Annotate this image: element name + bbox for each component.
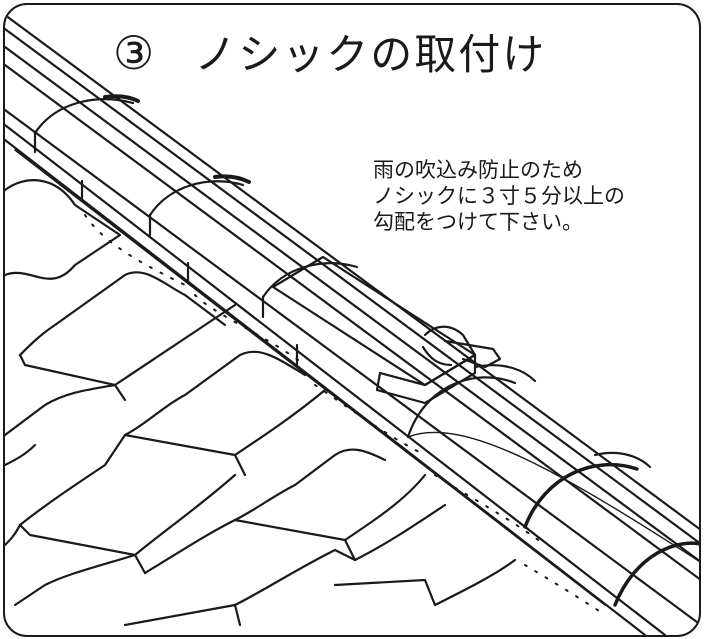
- page-title: ③ ノシックの取付け: [113, 21, 547, 82]
- note-line: 雨の吹込み防止のため: [373, 157, 625, 183]
- noshikku-piece: [271, 255, 502, 405]
- note-line: ノシックに３寸５分以上の: [373, 183, 625, 209]
- ridge-cap-tiles-left: [33, 94, 359, 299]
- mortar-dots: [84, 214, 606, 616]
- step-title-text: ノシックの取付け: [194, 30, 547, 79]
- ridge-cap-tiles-right: [406, 364, 699, 607]
- ridge-lines: [5, 13, 699, 635]
- roof-tiles: [5, 179, 517, 627]
- roof-ridge-illustration: [5, 13, 699, 635]
- step-number: ③: [113, 26, 157, 80]
- note-line: 勾配をつけて下さい。: [373, 209, 625, 235]
- instruction-note: 雨の吹込み防止のため ノシックに３寸５分以上の 勾配をつけて下さい。: [373, 157, 625, 235]
- ridge-tile-dividers: [33, 131, 299, 367]
- illustration-frame: ③ ノシックの取付け 雨の吹込み防止のため ノシックに３寸５分以上の 勾配をつけて…: [3, 3, 701, 637]
